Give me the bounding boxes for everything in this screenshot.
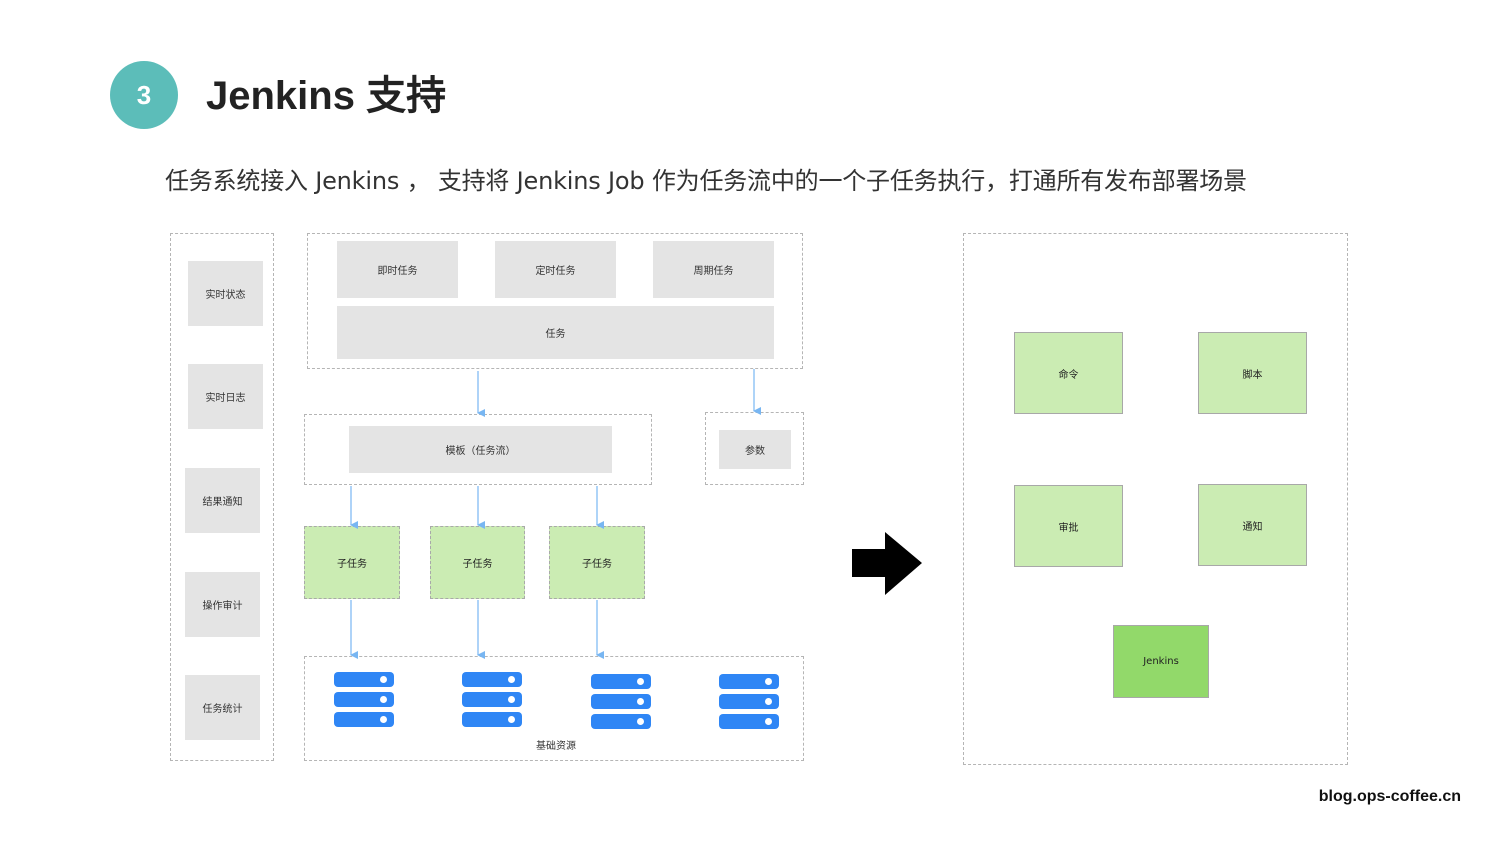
feature-label: 实时日志 (205, 393, 246, 404)
task-kinds-group (963, 233, 1348, 765)
subtask-2: 子任务 (430, 526, 525, 599)
task-type-label: 定时任务 (535, 266, 576, 277)
params-label: 参数 (745, 446, 765, 457)
page-subtitle: 任务系统接入 Jenkins ， 支持将 Jenkins Job 作为任务流中的… (165, 167, 1247, 195)
task-kind-command: 命令 (1014, 332, 1123, 414)
feature-task-stats: 任务统计 (185, 675, 260, 740)
feature-result-notify: 结果通知 (185, 468, 260, 533)
template-label: 模板（任务流） (445, 446, 516, 457)
subtask-label: 子任务 (337, 559, 367, 570)
right-arrow-icon (852, 532, 922, 595)
task-label: 任务 (545, 329, 566, 340)
feature-label: 任务统计 (202, 704, 243, 715)
task-type-label: 周期任务 (693, 266, 734, 277)
feature-label: 结果通知 (202, 497, 243, 508)
task-kind-label: 命令 (1058, 369, 1079, 381)
task-type-scheduled: 定时任务 (495, 241, 616, 298)
feature-operation-audit: 操作审计 (185, 572, 260, 637)
template-box: 模板（任务流） (349, 426, 612, 473)
resources-group (304, 656, 804, 761)
server-icon (591, 674, 651, 730)
feature-column (170, 233, 274, 761)
page-title: Jenkins 支持 (206, 74, 447, 118)
task-type-periodic: 周期任务 (653, 241, 774, 298)
resources-label: 基础资源 (536, 741, 576, 752)
task-kind-label: 审批 (1058, 522, 1079, 534)
task-kind-label: Jenkins (1143, 656, 1179, 667)
server-icon (462, 672, 522, 728)
task-group (307, 233, 803, 369)
task-kind-jenkins: Jenkins (1113, 625, 1209, 698)
subtask-3: 子任务 (549, 526, 645, 599)
feature-realtime-log: 实时日志 (188, 364, 263, 429)
section-number: 3 (136, 79, 152, 110)
server-icon (719, 674, 779, 730)
task-kind-label: 脚本 (1242, 369, 1263, 381)
section-number-badge: 3 (110, 61, 178, 129)
subtask-label: 子任务 (582, 559, 612, 570)
task-type-immediate: 即时任务 (337, 241, 458, 298)
task-box: 任务 (337, 306, 774, 359)
task-kind-label: 通知 (1242, 521, 1263, 533)
feature-label: 实时状态 (205, 290, 246, 301)
feature-realtime-status: 实时状态 (188, 261, 263, 326)
subtask-1: 子任务 (304, 526, 400, 599)
task-kind-approval: 审批 (1014, 485, 1123, 567)
server-icon (334, 672, 394, 728)
task-type-label: 即时任务 (377, 266, 418, 277)
task-kind-script: 脚本 (1198, 332, 1307, 414)
task-kind-notify: 通知 (1198, 484, 1307, 566)
feature-label: 操作审计 (202, 601, 243, 612)
params-box: 参数 (719, 430, 791, 469)
subtask-label: 子任务 (462, 559, 493, 570)
footer-site: blog.ops-coffee.cn (1318, 788, 1461, 805)
